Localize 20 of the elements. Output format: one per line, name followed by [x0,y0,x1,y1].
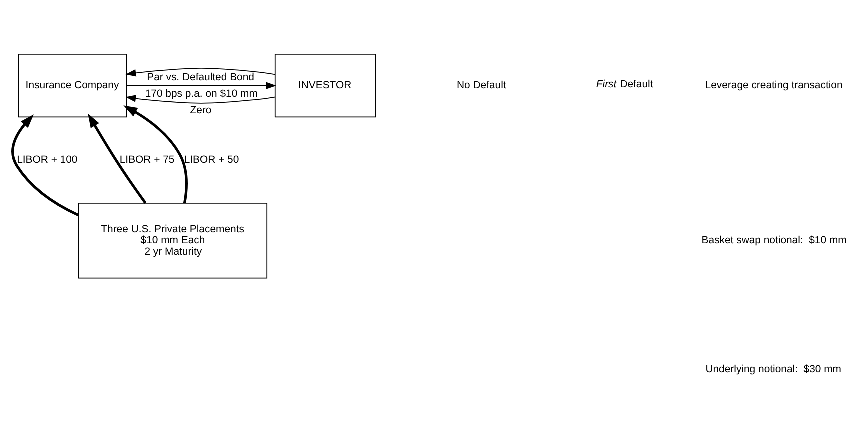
label: No Default [457,80,506,92]
label: Leverage creating transaction [705,80,843,92]
node-box: INVESTOR [274,54,376,118]
arrow [12,114,80,217]
arrow [124,106,188,204]
label: Basket swap notional: $10 mm [702,236,847,247]
edge-label: LIBOR + 75 [120,155,175,166]
edge-label: LIBOR + 50 [184,155,240,166]
arrow [88,114,147,204]
node-box: Insurance Company [18,54,128,118]
node-box: Three U.S. Private Placements $10 mm Each 2 yr Maturity [78,203,268,279]
edge-label: 170 bps p.a. on $10 mm [145,88,258,100]
arrow [126,82,277,90]
label: First Default [596,80,654,91]
arrow [126,95,276,104]
arrow [126,68,276,77]
label: Underlying notional: $30 mm [706,364,842,376]
edge-label: Zero [190,105,212,116]
edge-label: LIBOR + 100 [17,155,78,166]
edge-label: Par vs. Defaulted Bond [147,72,254,84]
